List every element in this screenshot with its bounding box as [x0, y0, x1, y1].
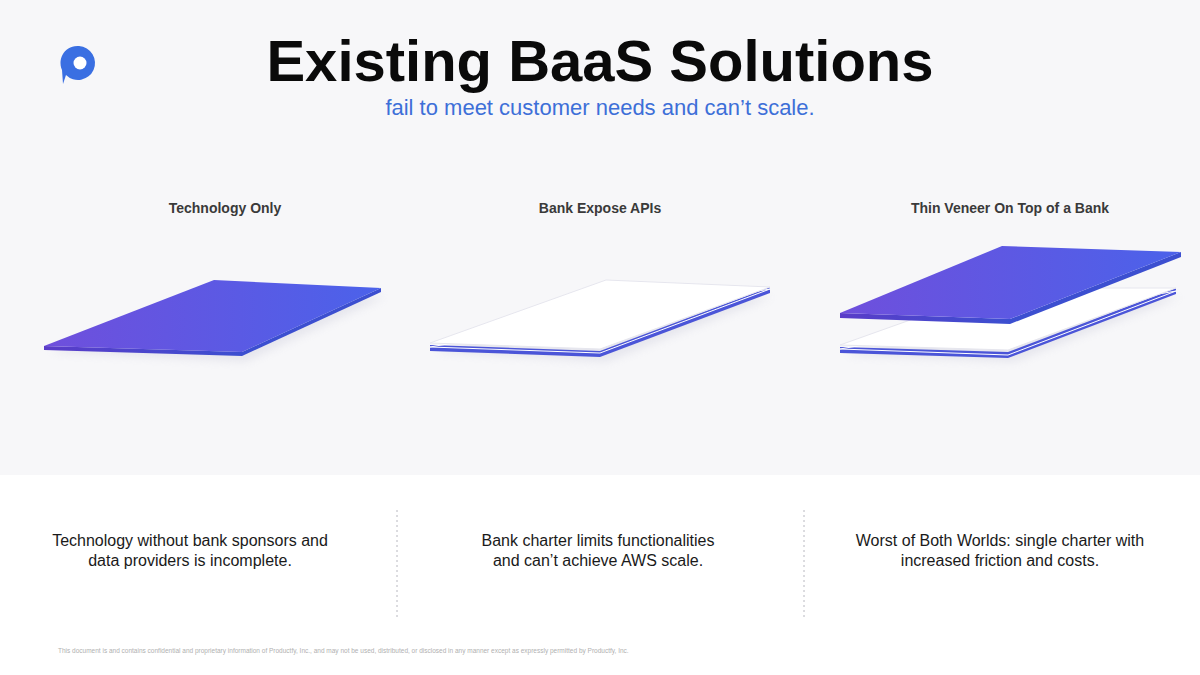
title: Existing BaaS Solutions [0, 28, 1200, 94]
technology-sheet [44, 280, 385, 362]
column-note: Technology without bank sponsors and dat… [45, 531, 335, 571]
logo [60, 46, 95, 84]
column-heading: Technology Only [75, 199, 375, 217]
column-divider [397, 510, 398, 620]
column-note: Bank charter limits functionalities and … [478, 531, 718, 571]
column-heading: Bank Expose APIs [450, 199, 750, 217]
column-heading: Thin Veneer On Top of a Bank [860, 199, 1160, 217]
bottom-band [0, 475, 1200, 675]
column-note: Worst of Both Worlds: single charter wit… [855, 531, 1145, 571]
column-divider [804, 510, 805, 620]
footer-note: This document is and contains confidenti… [58, 646, 1058, 655]
top-band [0, 0, 1200, 475]
veneer-stack [840, 246, 1181, 362]
bank-sheet [430, 280, 772, 362]
subtitle: fail to meet customer needs and can’t sc… [0, 94, 1200, 122]
